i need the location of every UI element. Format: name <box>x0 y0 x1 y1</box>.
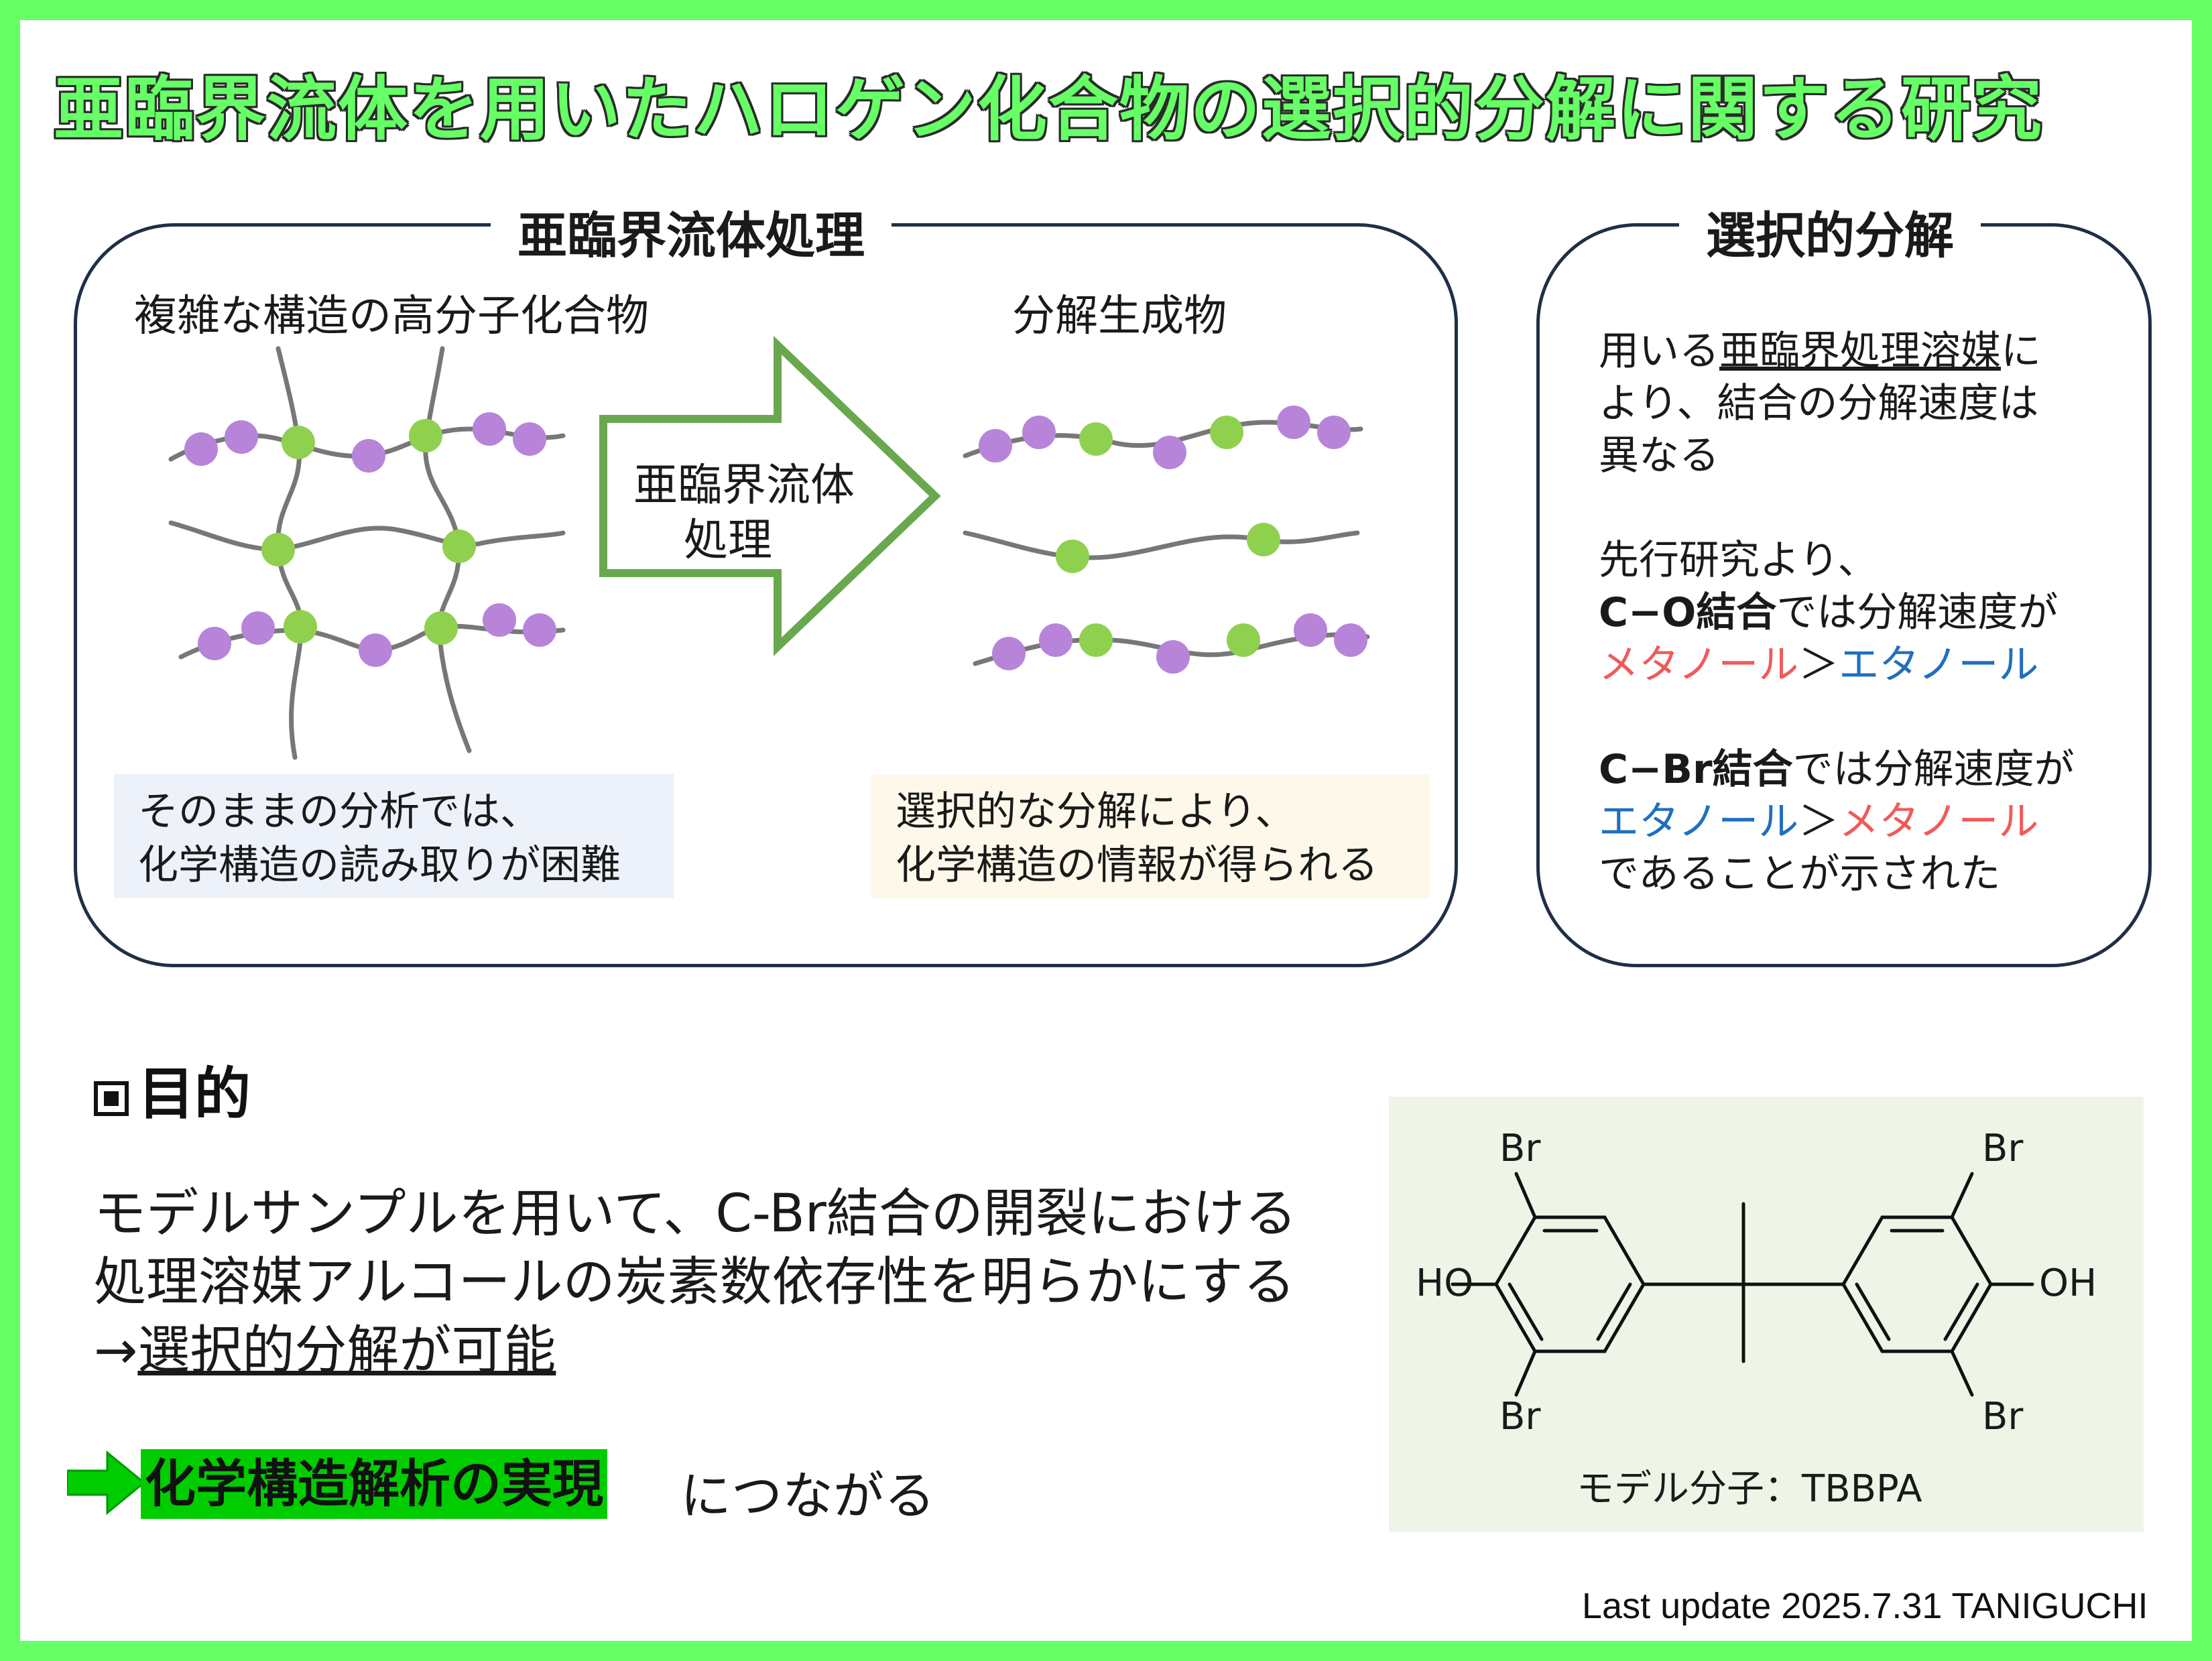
p1-text-a: 用いる <box>1599 328 1719 375</box>
p3-line3: であることが示された <box>1599 851 2001 898</box>
br-bottom-right: Br <box>1982 1395 2024 1438</box>
p2-line1: 先行研究より、 <box>1599 537 1878 584</box>
purpose-line3-underlined: 選択的分解が可能 <box>137 1320 556 1381</box>
purpose-heading: 目的 <box>94 1049 251 1130</box>
cbr-bond-label: C−Br結合 <box>1599 746 1793 793</box>
result-tail: につながる <box>680 1466 935 1526</box>
arrow-label-line2: 処理 <box>684 514 772 566</box>
hydroxyl-right: OH <box>2039 1262 2097 1305</box>
note-before-line2: 化学構造の読み取りが困難 <box>138 842 621 889</box>
selective-decomposition-panel <box>1536 223 2152 967</box>
treatment-arrow <box>599 335 941 657</box>
purpose-arrow: → <box>94 1320 138 1381</box>
purpose-line1-a: モデルサンプルを用いて、 <box>94 1184 716 1244</box>
products-label: 分解生成物 <box>1012 292 1227 341</box>
tbbpa-structure <box>1451 1172 2034 1397</box>
note-before-line1: そのままの分析では、 <box>138 788 540 835</box>
note-after-line2: 化学構造の情報が得られる <box>896 842 1378 889</box>
p1-line3: 異なる <box>1599 432 1719 479</box>
selective-decomposition-heading: 選択的分解 <box>1679 196 1981 267</box>
p2-rest: では分解速度が <box>1776 589 2059 636</box>
last-update-footer: Last update 2025.7.31 TANIGUCHI <box>1582 1586 2148 1626</box>
molecule-caption-b: TBBPA <box>1802 1467 1922 1511</box>
p1-line2: より、結合の分解速度は <box>1599 380 2039 427</box>
p1-solvent-underlined: 亜臨界処理溶媒 <box>1719 328 2001 375</box>
result-highlight: 化学構造解析の実現 <box>141 1449 607 1519</box>
purpose-heading-text: 目的 <box>138 1061 251 1127</box>
purpose-line1-cbr: C-Br <box>715 1184 826 1244</box>
p1-text-b: に <box>2001 328 2041 375</box>
p3-greater-than: ＞ <box>1798 798 1839 845</box>
page-title: 亜臨界流体を用いたハロゲン化合物の選択的分解に関する研究 <box>54 68 2044 150</box>
p3-rest: では分解速度が <box>1792 746 2075 793</box>
purpose-line2: 処理溶媒アルコールの炭素数依存性を明らかにする <box>94 1252 1296 1312</box>
decomposition-products-diagram <box>963 406 1370 674</box>
square-bullet-icon <box>94 1081 129 1116</box>
note-before: そのままの分析では、 化学構造の読み取りが困難 <box>114 774 674 898</box>
molecule-caption-a: モデル分子： <box>1577 1467 1802 1511</box>
subcritical-treatment-heading: 亜臨界流体処理 <box>491 196 892 267</box>
arrow-label-line1: 亜臨界流体 <box>633 459 855 511</box>
green-right-arrow-icon <box>67 1450 146 1516</box>
polymer-network-diagram <box>168 346 566 760</box>
purpose-text: モデルサンプルを用いて、C-Br結合の開裂における 処理溶媒アルコールの炭素数依… <box>94 1180 1297 1385</box>
purpose-line1-c: 結合の開裂における <box>826 1184 1297 1244</box>
tbbpa-structure-panel: Br Br Br Br HO OH モデル分子：TBBPA <box>1389 1097 2144 1532</box>
note-after: 選択的な分解により、 化学構造の情報が得られる <box>871 774 1429 898</box>
molecule-caption: モデル分子：TBBPA <box>1577 1459 1922 1513</box>
polymer-label: 複雑な構造の高分子化合物 <box>134 292 649 341</box>
selective-decomposition-text: 用いる亜臨界処理溶媒に より、結合の分解速度は 異なる 先行研究より、 C−O結… <box>1599 325 2081 900</box>
p2-greater-than: ＞ <box>1798 641 1839 688</box>
p3-methanol: メタノール <box>1839 798 2039 845</box>
note-after-line1: 選択的な分解により、 <box>896 788 1296 835</box>
p2-methanol: メタノール <box>1599 641 1799 688</box>
br-bottom-left: Br <box>1499 1395 1541 1438</box>
co-bond-label: C−O結合 <box>1599 589 1777 636</box>
br-top-right: Br <box>1982 1127 2024 1170</box>
br-top-left: Br <box>1499 1127 1541 1170</box>
p2-ethanol: エタノール <box>1839 641 2039 688</box>
p3-ethanol: エタノール <box>1599 798 1799 845</box>
hydroxyl-left: HO <box>1416 1262 1474 1305</box>
